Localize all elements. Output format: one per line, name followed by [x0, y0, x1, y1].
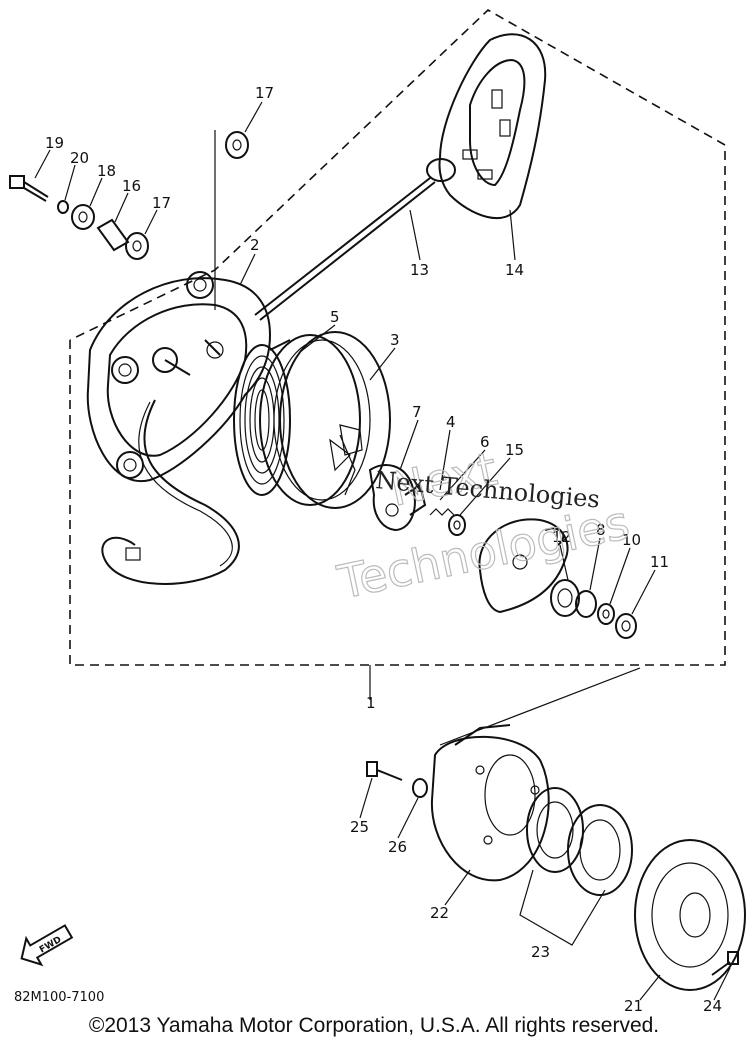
- watermark: Next Technologies: [332, 441, 634, 610]
- grommet-18: [71, 204, 95, 230]
- callout-25: 25: [350, 818, 369, 836]
- grommet-17b: [125, 232, 149, 260]
- callout-8: 7: [412, 403, 422, 421]
- callout-15: 15: [505, 441, 524, 459]
- nut-11: [615, 613, 637, 639]
- washer-10: [597, 603, 615, 625]
- starter-handle: [426, 33, 547, 220]
- starter-pulley: [259, 331, 391, 509]
- fwd-arrow-icon: FWD: [20, 924, 74, 967]
- callout-19: 19: [45, 134, 64, 152]
- bolt-24: [711, 951, 739, 976]
- copyright-notice: ©2013 Yamaha Motor Corporation, U.S.A. A…: [88, 1014, 660, 1037]
- cover-21: [634, 839, 746, 991]
- washer-7: [575, 590, 597, 618]
- callout-11: 11: [650, 553, 669, 571]
- callout-leaders: [34, 101, 731, 1001]
- bearing-7: [550, 579, 580, 617]
- callout-21: 21: [624, 997, 643, 1015]
- bolt-25: [366, 761, 403, 781]
- callout-17b: 17: [152, 194, 171, 212]
- callout-2: 2: [250, 236, 260, 254]
- assembly-leader-21: [439, 667, 641, 746]
- callout-12: 12: [552, 528, 571, 546]
- callout-5: 5: [330, 308, 340, 326]
- starter-rope: [254, 177, 436, 321]
- collar-16: [96, 218, 130, 252]
- callout-22: 22: [430, 904, 449, 922]
- guide-plate: [478, 518, 569, 614]
- callout-14: 14: [505, 261, 524, 279]
- callout-1: 1: [366, 694, 376, 712]
- callout-16: 16: [122, 177, 141, 195]
- bolt-19: [9, 175, 49, 202]
- callout-26: 26: [388, 838, 407, 856]
- washer-26: [412, 778, 428, 798]
- callout-13: 13: [410, 261, 429, 279]
- callout-20: 20: [70, 149, 89, 167]
- callout-24: 24: [703, 997, 722, 1015]
- callout-18: 18: [97, 162, 116, 180]
- callout-23: 23: [531, 943, 550, 961]
- diagram-code: 82M100-7100: [14, 990, 105, 1005]
- grommet-17a: [225, 131, 249, 159]
- callout-3: 3: [390, 331, 400, 349]
- starter-case: [86, 271, 272, 585]
- gasket-23a: [526, 787, 584, 873]
- drive-pawl: [368, 464, 427, 532]
- callout-17a: 17: [255, 84, 274, 102]
- callout-7: 8: [596, 521, 606, 539]
- spacer-15: [448, 514, 466, 536]
- pawl-spring: [429, 508, 455, 516]
- gasket-23b: [567, 804, 633, 896]
- callout-10: 10: [622, 531, 641, 549]
- callout-6: 6: [480, 433, 490, 451]
- washer-20: [57, 200, 69, 214]
- drive-plate-22: [430, 724, 550, 882]
- callout-4: 4: [446, 413, 456, 431]
- spiral-spring: [233, 339, 291, 496]
